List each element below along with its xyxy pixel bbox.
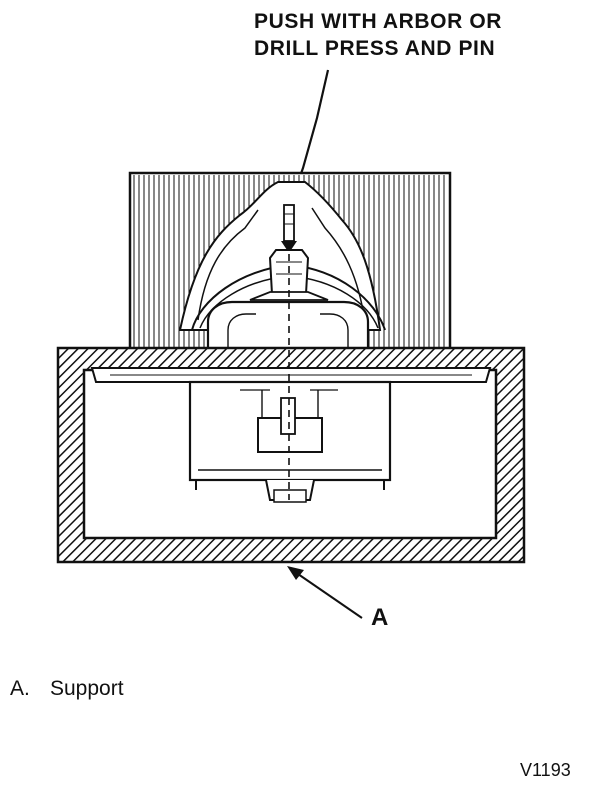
motor-housing — [206, 300, 370, 362]
press-pin — [281, 204, 297, 253]
mounting-plate — [90, 367, 492, 383]
motor-body — [188, 380, 392, 503]
figure-id: V1193 — [520, 760, 571, 780]
callout-line-1: PUSH WITH ARBOR OR — [254, 10, 503, 33]
callout-line-2: DRILL PRESS AND PIN — [254, 37, 496, 60]
support-leader-arrow — [287, 566, 363, 619]
push-instruction-callout: PUSH WITH ARBOR OR DRILL PRESS AND PIN — [254, 8, 584, 62]
legend-key: A. — [10, 677, 30, 700]
legend-label: Support — [50, 677, 124, 700]
label-a: A — [371, 604, 389, 631]
legend: A. Support — [10, 677, 124, 701]
